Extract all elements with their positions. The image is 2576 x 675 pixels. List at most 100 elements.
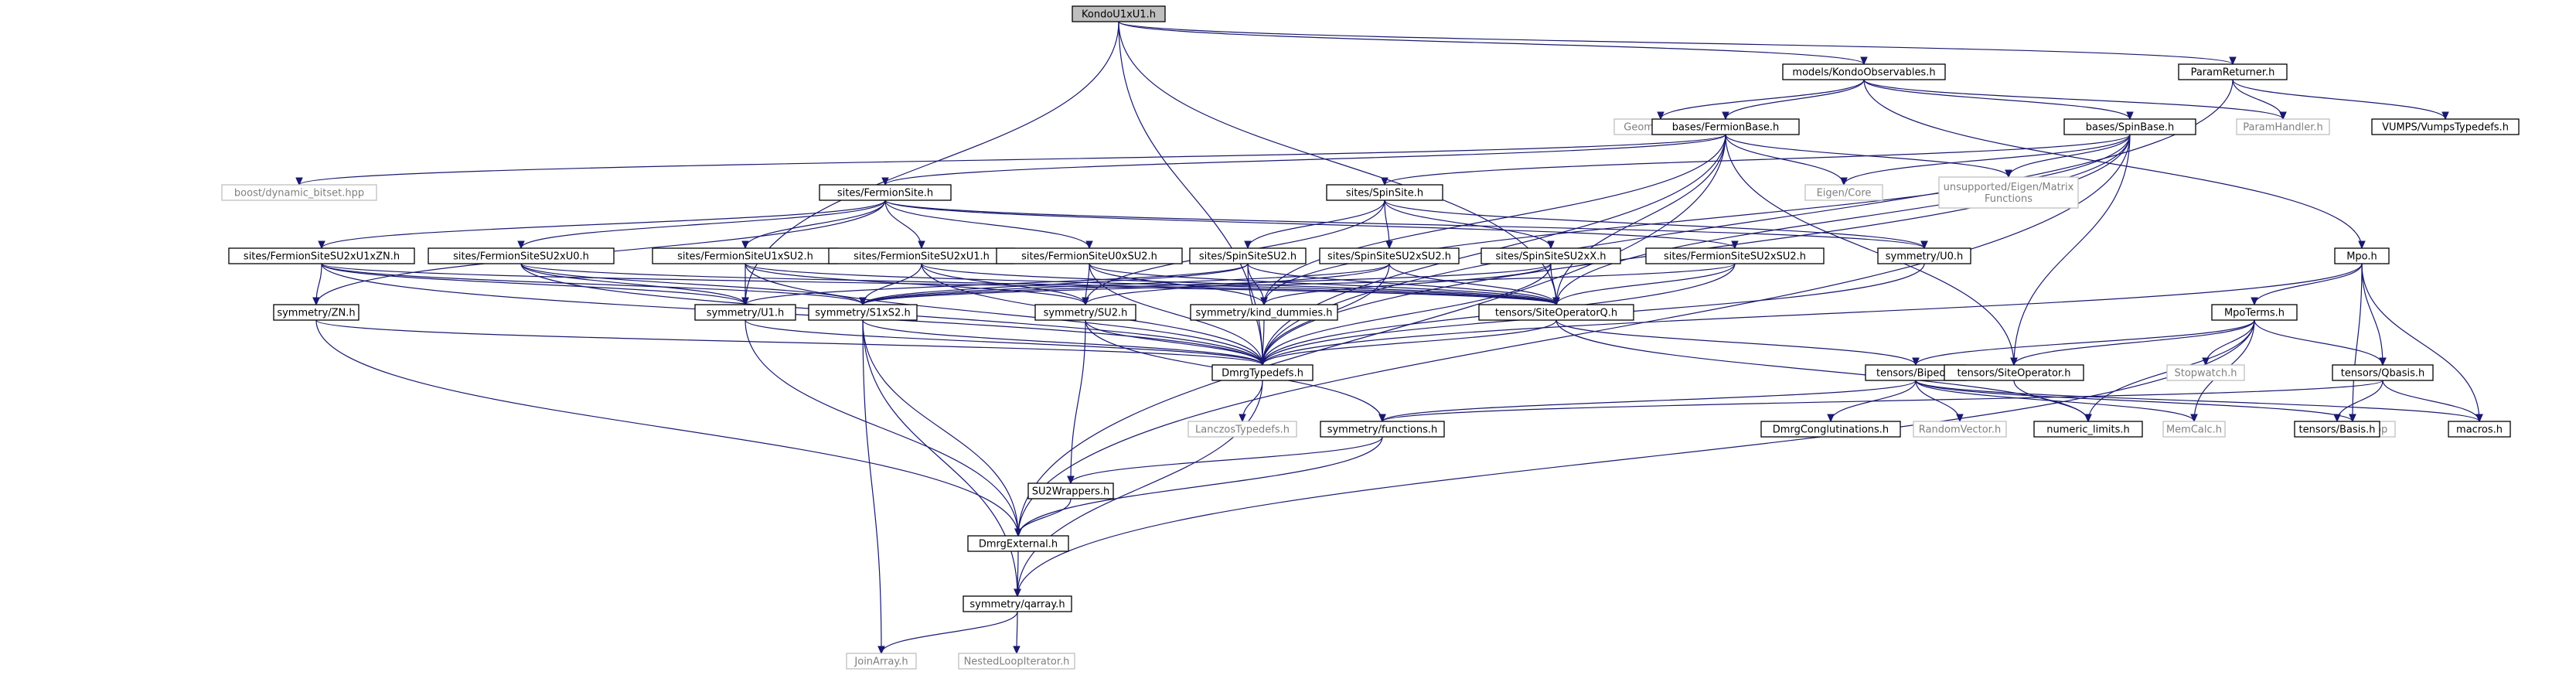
dependency-edge [1014, 551, 1021, 598]
dependency-edge [862, 319, 1022, 537]
edge-line [2361, 263, 2383, 366]
file-node[interactable]: KondoU1xU1.h [1072, 5, 1166, 22]
file-node[interactable]: sites/FermionSiteU1xSU2.h [652, 247, 839, 264]
file-node[interactable]: sites/FermionSiteSU2xSU2.h [1645, 247, 1825, 264]
edge-line [2013, 319, 2255, 366]
file-node[interactable]: VUMPS/VumpsTypedefs.h [2371, 118, 2520, 135]
file-node[interactable]: macros.h [2448, 421, 2511, 438]
edge-line [1017, 436, 1383, 537]
edge-line [862, 319, 1019, 537]
file-node[interactable]: SU2Wrappers.h [1027, 482, 1114, 499]
node-box [958, 653, 1075, 670]
file-node[interactable]: tensors/SiteOperatorQ.h [1478, 304, 1634, 321]
file-node[interactable]: sites/SpinSiteSU2xSU2.h [1319, 247, 1460, 264]
edge-line [1915, 319, 2255, 366]
dependency-edge [877, 611, 1018, 655]
edge-line [1262, 263, 2363, 366]
file-node[interactable]: sites/FermionSiteSU2xU0.h [428, 247, 615, 264]
node-label-line: numeric_limits.h [2046, 424, 2130, 436]
file-node: JoinArray.h [846, 653, 917, 670]
node-label: numeric_limits.h [2046, 424, 2130, 436]
node-box [1645, 247, 1825, 264]
node-box [1782, 63, 1946, 80]
edge-arrowhead [1385, 240, 1393, 250]
node-label: SU2Wrappers.h [1032, 486, 1110, 498]
file-node[interactable]: sites/FermionSite.h [819, 184, 952, 201]
file-node[interactable]: bases/SpinBase.h [2063, 118, 2196, 135]
edge-line [862, 263, 1736, 305]
nodes-layer: KondoU1xU1.h models/KondoObservables.h Par… [221, 5, 2520, 670]
file-node[interactable]: symmetry/kind_dummies.h [1190, 304, 1338, 321]
edge-arrowhead [1860, 56, 1868, 66]
file-node[interactable]: tensors/SiteOperator.h [1944, 364, 2084, 381]
edge-arrowhead [859, 297, 867, 306]
node-label-line: macros.h [2456, 424, 2503, 436]
file-node[interactable]: numeric_limits.h [2033, 421, 2143, 438]
dependency-edge [2349, 263, 2363, 423]
file-node[interactable]: Mpo.h [2334, 247, 2390, 264]
file-node[interactable]: DmrgConglutinations.h [1760, 421, 1901, 438]
node-box [2211, 304, 2298, 321]
file-node[interactable]: tensors/Qbasis.h [2332, 364, 2434, 381]
file-node[interactable]: symmetry/functions.h [1320, 421, 1445, 438]
edge-arrowhead [1920, 240, 1928, 250]
dependency-edge [1244, 199, 1385, 250]
node-label: MemCalc.h [2166, 424, 2222, 436]
file-node[interactable]: symmetry/U0.h [1877, 247, 1971, 264]
file-node[interactable]: tensors/Basis.h [2294, 421, 2380, 438]
file-node[interactable]: MpoTerms.h [2211, 304, 2298, 321]
file-node[interactable]: bases/FermionBase.h [1651, 118, 1800, 135]
file-node[interactable]: DmrgExternal.h [967, 535, 1069, 552]
node-label-line: Mpo.h [2346, 251, 2377, 263]
node-label-line: NestedLoopIterator.h [964, 656, 1070, 668]
node-label: KondoU1xU1.h [1082, 9, 1156, 21]
node-label: DmrgTypedefs.h [1222, 368, 1303, 380]
node-box [2166, 364, 2245, 381]
edge-line [1863, 79, 2284, 120]
node-label-line: boost/dynamic_bitset.hpp [234, 188, 364, 199]
file-node[interactable]: tensors/Biped.h [1865, 364, 1967, 381]
file-node[interactable]: sites/FermionSiteSU2xU1xZN.h [228, 247, 415, 264]
edge-line [298, 134, 1726, 186]
file-node[interactable]: ParamReturner.h [2178, 63, 2288, 80]
node-label-line: DmrgExternal.h [979, 539, 1058, 551]
file-node[interactable]: symmetry/U1.h [694, 304, 796, 321]
node-label: symmetry/kind_dummies.h [1195, 308, 1332, 319]
dependency-edge [741, 199, 886, 250]
file-node[interactable]: models/KondoObservables.h [1782, 63, 1946, 80]
node-label: sites/SpinSite.h [1346, 188, 1423, 199]
file-node[interactable]: sites/SpinSiteSU2xX.h [1481, 247, 1621, 264]
edge-arrowhead [1547, 240, 1555, 250]
node-label: DmrgConglutinations.h [1773, 424, 1889, 436]
file-node[interactable]: DmrgTypedefs.h [1211, 364, 1314, 381]
dependency-edge [745, 319, 1022, 537]
file-node[interactable]: sites/SpinSiteSU2.h [1189, 247, 1307, 264]
dependency-edge [1260, 134, 2131, 306]
edge-line [884, 199, 1925, 249]
file-node[interactable]: symmetry/ZN.h [273, 304, 359, 321]
dependency-edge [2005, 134, 2131, 179]
node-label-line: symmetry/qarray.h [969, 599, 1065, 611]
file-node[interactable]: symmetry/qarray.h [963, 595, 1072, 612]
edge-line [1863, 79, 2131, 120]
dependency-edge [1013, 611, 1021, 655]
dependency-edge [2013, 380, 2092, 423]
edge-line [520, 263, 864, 305]
file-node[interactable]: sites/FermionSiteSU2xU1.h [828, 247, 1015, 264]
node-label-line: sites/SpinSiteSU2xX.h [1496, 251, 1607, 263]
edge-arrowhead [881, 177, 889, 186]
file-node[interactable]: symmetry/SU2.h [1034, 304, 1136, 321]
file-node[interactable]: sites/SpinSite.h [1326, 184, 1443, 201]
edge-line [1262, 263, 1552, 366]
edge-arrowhead [1014, 528, 1022, 537]
edge-line [1382, 380, 1917, 422]
edge-line [1555, 134, 1726, 305]
dependency-edge [1259, 319, 1557, 366]
file-node[interactable]: symmetry/S1xS2.h [808, 304, 918, 321]
dependency-edge [1378, 380, 2383, 423]
dependency-edge [884, 199, 925, 250]
edge-line [1118, 21, 1865, 65]
edge-line [1263, 134, 2131, 305]
file-node[interactable]: sites/FermionSiteU0xSU2.h [996, 247, 1183, 264]
